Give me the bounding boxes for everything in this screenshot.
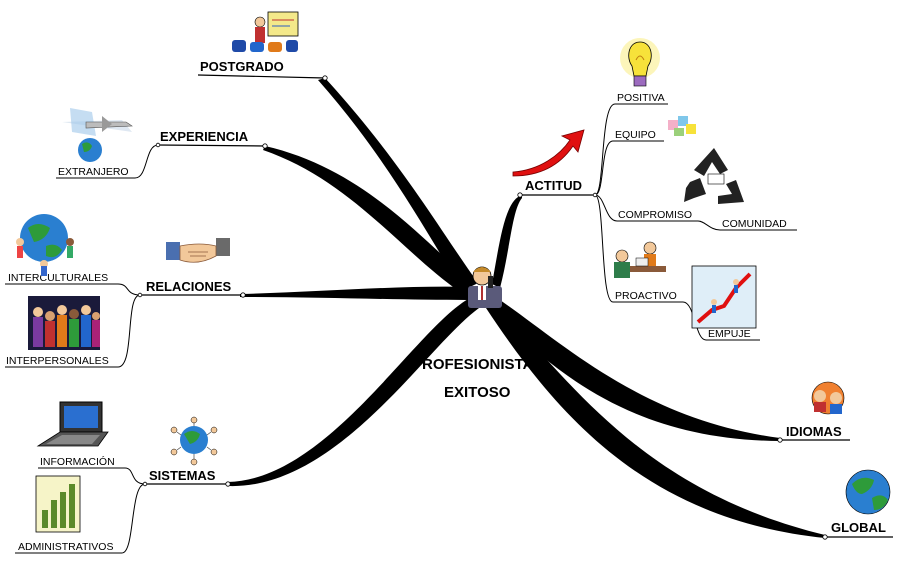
handshake-icon [166, 238, 230, 263]
label-idiomas: IDIOMAS [786, 424, 842, 439]
label-postgrado: POSTGRADO [200, 59, 284, 74]
chart-document-icon [35, 475, 81, 533]
light-bulb-icon [620, 38, 660, 87]
team-puzzle-icon [668, 116, 696, 136]
label-comunidad: COMUNIDAD [722, 218, 787, 230]
label-administrativos: ADMINISTRATIVOS [18, 541, 113, 553]
main-branches [228, 78, 825, 538]
globe-icon [845, 469, 891, 515]
red-arrow-icon [512, 129, 585, 177]
label-informacion: INFORMACIÓN [40, 455, 115, 468]
label-relaciones: RELACIONES [146, 279, 232, 294]
label-extranjero: EXTRANJERO [58, 166, 129, 178]
label-interculturales: INTERCULTURALES [8, 272, 108, 284]
world-people-icon [16, 214, 74, 276]
branch-relaciones [240, 286, 472, 300]
label-empuje: EMPUJE [708, 328, 751, 340]
label-interpersonales: INTERPERSONALES [6, 355, 109, 367]
label-compromiso: COMPROMISO [618, 209, 692, 221]
airplane-globe-icon [62, 108, 133, 162]
label-sistemas: SISTEMAS [149, 468, 216, 483]
speaking-people-icon [811, 381, 845, 415]
label-proactivo: PROACTIVO [615, 290, 677, 302]
branch-postgrado [318, 78, 478, 290]
branch-experiencia [263, 146, 476, 292]
center-title-line1: PROFESIONISTA [412, 356, 534, 373]
label-equipo: EQUIPO [615, 129, 656, 141]
recycle-icon [684, 148, 744, 204]
branch-sistemas [228, 296, 482, 487]
office-people-icon [614, 241, 666, 278]
center-title-line2: EXITOSO [444, 384, 511, 401]
network-globe-icon [170, 416, 218, 466]
presentation-icon [232, 11, 299, 52]
label-global: GLOBAL [831, 520, 886, 535]
branch-idiomas [488, 296, 780, 441]
label-actitud: ACTITUD [525, 178, 582, 193]
crowd-icon [28, 296, 100, 350]
growth-climb-icon [691, 265, 757, 329]
label-positiva: POSITIVA [617, 92, 665, 104]
laptop-icon [36, 401, 109, 447]
branch-actitud [492, 195, 522, 288]
businessman-phone-icon [468, 266, 502, 308]
label-experiencia: EXPERIENCIA [160, 129, 249, 144]
main-underlines [140, 74, 893, 538]
branch-nodes [137, 75, 828, 540]
sub-branches [5, 103, 797, 554]
